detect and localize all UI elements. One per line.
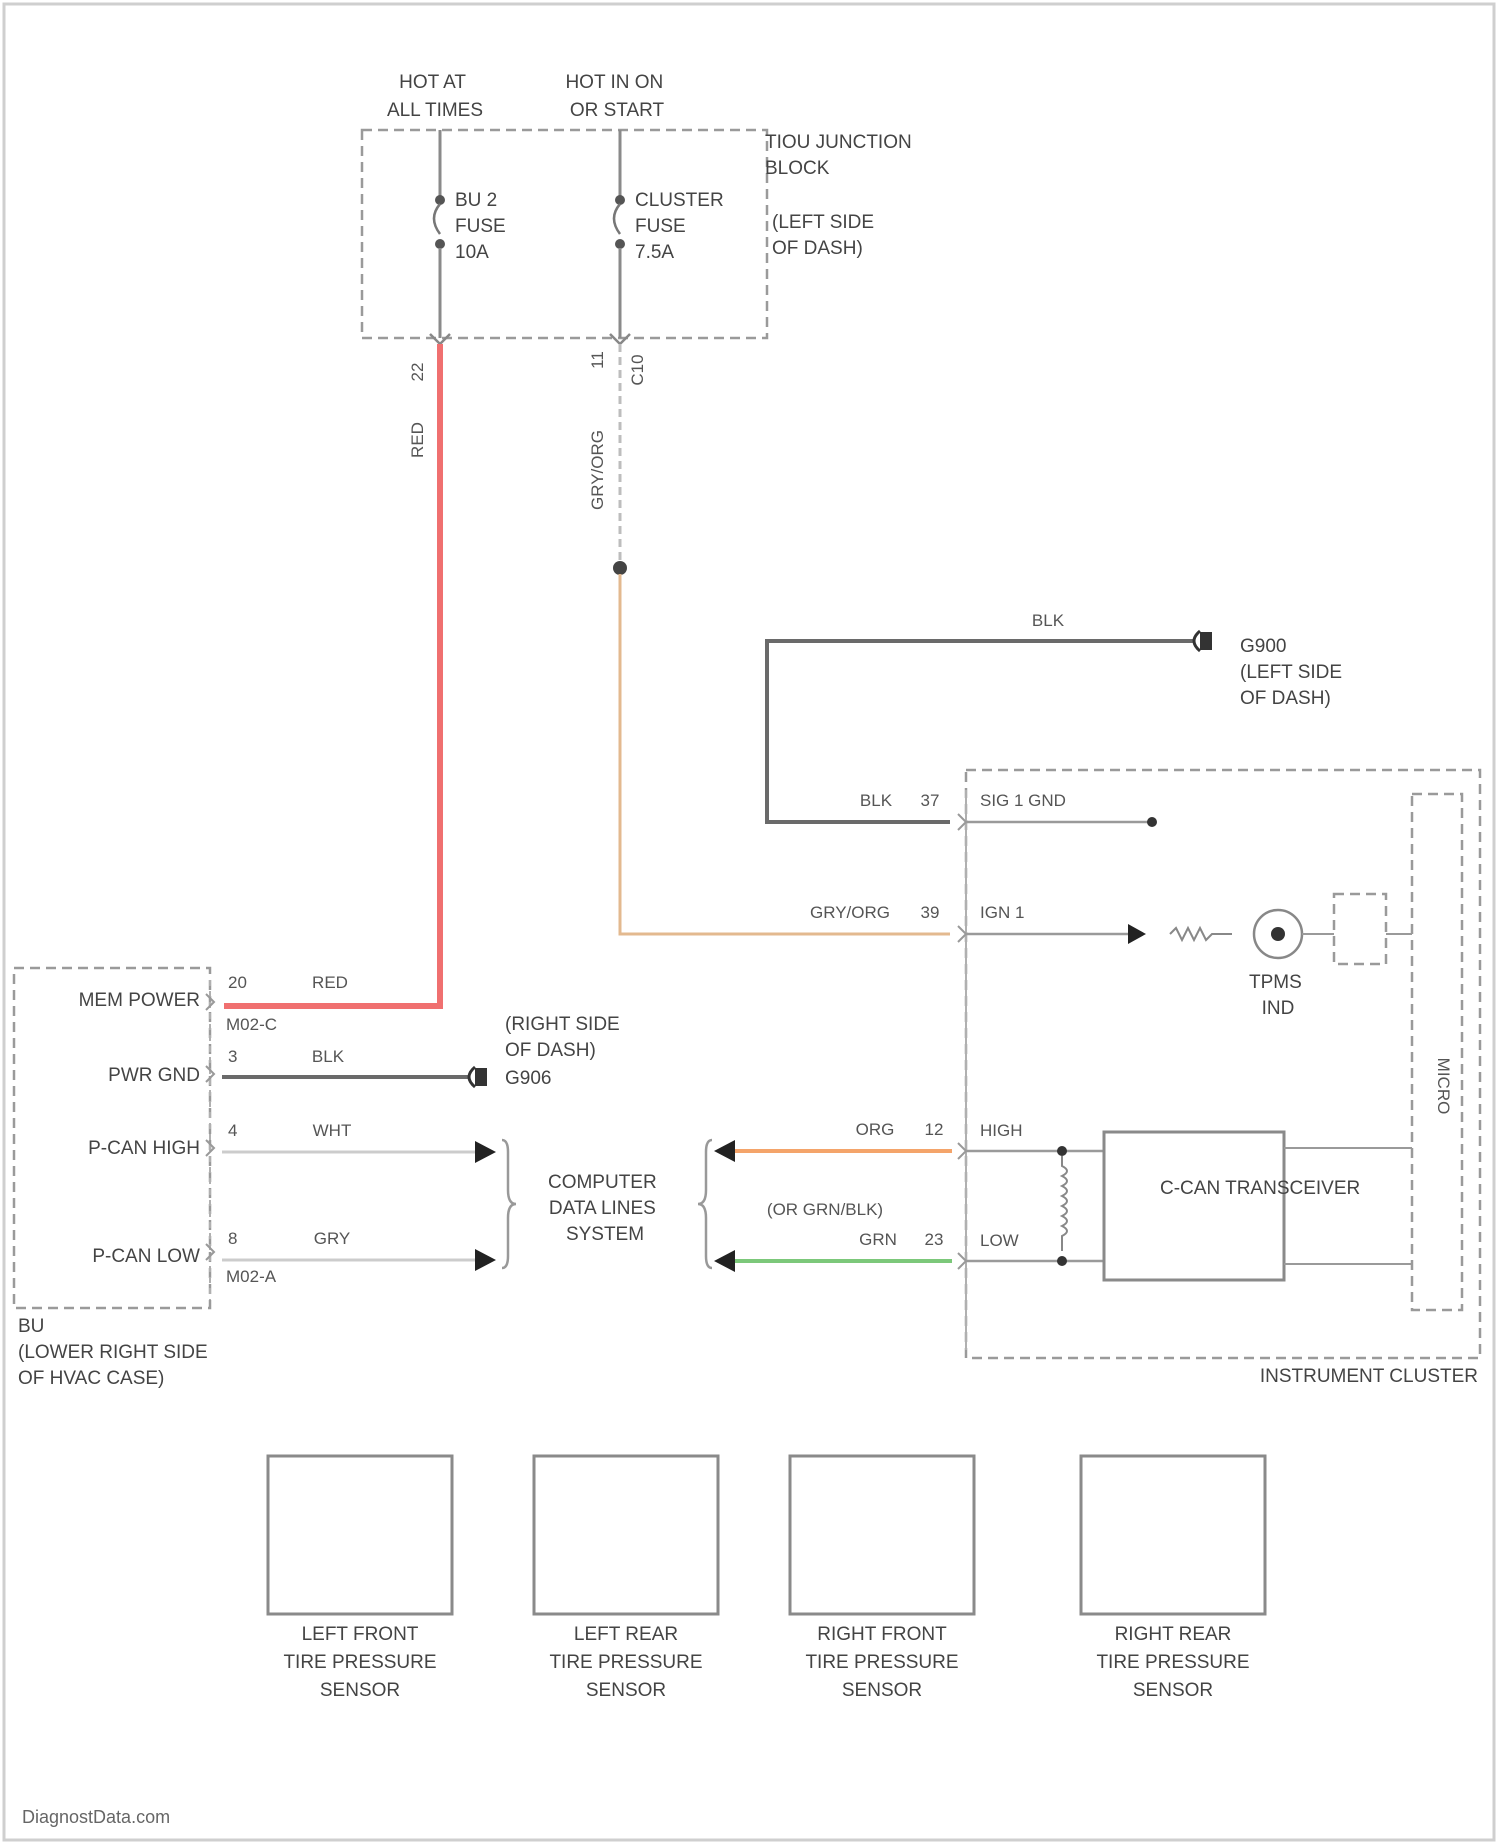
grn-wire-arrow [714,1250,735,1272]
cluster-can-high-label: HIGH [980,1121,1023,1140]
pcan-high-wht-label: WHT [313,1121,352,1140]
bu-mem-power-label: MEM POWER [79,990,200,1011]
gryorg-wire-lower [620,574,950,934]
can-high-junction [1057,1146,1067,1156]
pcan-low-gry-label: GRY [314,1229,351,1248]
ground-g900-icon [1194,631,1212,651]
fuse-bu2-label: BU 2 FUSE 10A [455,190,511,263]
gryorg-splice [613,561,627,575]
blk-top-label: BLK [1032,611,1065,630]
hot-in-on-label: HOT IN ON OR START [565,72,668,121]
sig-gnd-terminal [1147,817,1157,827]
gryorg-pin-a-label: 11 [588,351,607,369]
ground-g900-label: G900 (LEFT SIDE OF DASH) [1240,636,1347,709]
tire-pressure-sensor-box [534,1456,718,1614]
blk-pin-label: 37 [921,791,940,810]
mem-red-pin-label: 20 [228,973,247,992]
bu2-fuse-bottom-terminal [435,239,445,249]
c-can-transceiver-label: C-CAN TRANSCEIVER [1160,1178,1360,1199]
pcan-high-pin-label: 4 [228,1121,237,1140]
gryorg-pin-b-label: C10 [628,354,647,385]
footer-watermark: DiagnostData.com [22,1807,170,1828]
pwr-gnd-blk-label: BLK [312,1047,345,1066]
cluster-fuse-bottom-terminal [615,239,625,249]
gryorg-cluster-pin-label: 39 [921,903,940,922]
ign-diode-icon [1128,924,1146,944]
hot-at-all-times-label: HOT AT ALL TIMES [387,72,483,121]
cluster-connector-pins [958,814,966,1269]
tpms-driver-outline [1334,894,1386,964]
cluster-can-low-label: LOW [980,1231,1019,1250]
cluster-ign-label: IGN 1 [980,903,1024,922]
cluster-fuse-icon [614,204,620,234]
ground-g906-label: (RIGHT SIDE OF DASH) G906 [505,1014,625,1089]
mem-red-label: RED [312,973,348,992]
instrument-cluster-label: INSTRUMENT CLUSTER [1260,1366,1478,1387]
data-lines-brace-left [502,1140,516,1268]
red-wire-color-label: RED [408,422,427,458]
pwr-gnd-pin-label: 3 [228,1047,237,1066]
bu2-fuse-top-terminal [435,195,445,205]
bu-pwr-gnd-label: PWR GND [108,1065,200,1086]
junction-block-label: TIOU JUNCTION BLOCK [765,132,917,179]
c-can-transceiver-box [1104,1132,1284,1280]
org-pin-label: 12 [925,1120,944,1139]
org-wire-arrow [714,1140,735,1162]
bu-conn-a-label: M02-A [226,1267,277,1286]
red-wire-pin-label: 22 [408,363,427,382]
junction-location-label: (LEFT SIDE OF DASH) [772,212,879,259]
tpms-indicator-label: TPMS IND [1249,972,1307,1019]
fuse-cluster-label: CLUSTER FUSE 7.5A [635,190,729,263]
data-lines-brace-right [698,1140,712,1268]
can-low-junction [1057,1256,1067,1266]
gryorg-cluster-color-label: GRY/ORG [810,903,890,922]
pcan-low-pin-label: 8 [228,1229,237,1248]
grn-color-label: GRN [859,1230,897,1249]
micro-label: MICRO [1434,1058,1453,1115]
bu-module-name: BU (LOWER RIGHT SIDE OF HVAC CASE) [18,1316,213,1389]
tpms-indicator-lamp-center [1271,927,1285,941]
micro-outline [1412,794,1462,1310]
termination-resistor-icon [1062,1156,1067,1251]
bu2-fuse-icon [434,204,440,234]
blk-cluster-label: BLK [860,791,893,810]
bu-pcan-low-label: P-CAN LOW [92,1246,200,1267]
tire-pressure-sensor-box [790,1456,974,1614]
grn-pin-label: 23 [925,1230,944,1249]
ground-g906-icon [469,1067,487,1087]
resistor-icon [1170,928,1232,940]
data-lines-label: COMPUTER DATA LINES SYSTEM [548,1172,662,1245]
pcan-low-arrow [475,1249,496,1271]
cluster-sig-gnd-label: SIG 1 GND [980,791,1066,810]
gryorg-color-label: GRY/ORG [588,430,607,510]
org-color-label: ORG [856,1120,895,1139]
tire-pressure-sensor-box [268,1456,452,1614]
grn-alt-label: (OR GRN/BLK) [767,1200,883,1219]
tire-pressure-sensor-box [1081,1456,1265,1614]
bu-pcan-high-label: P-CAN HIGH [88,1138,200,1159]
junction-block-outline [362,130,767,338]
cluster-fuse-top-terminal [615,195,625,205]
pcan-high-arrow [475,1141,496,1163]
bu-conn-c-label: M02-C [226,1015,277,1034]
